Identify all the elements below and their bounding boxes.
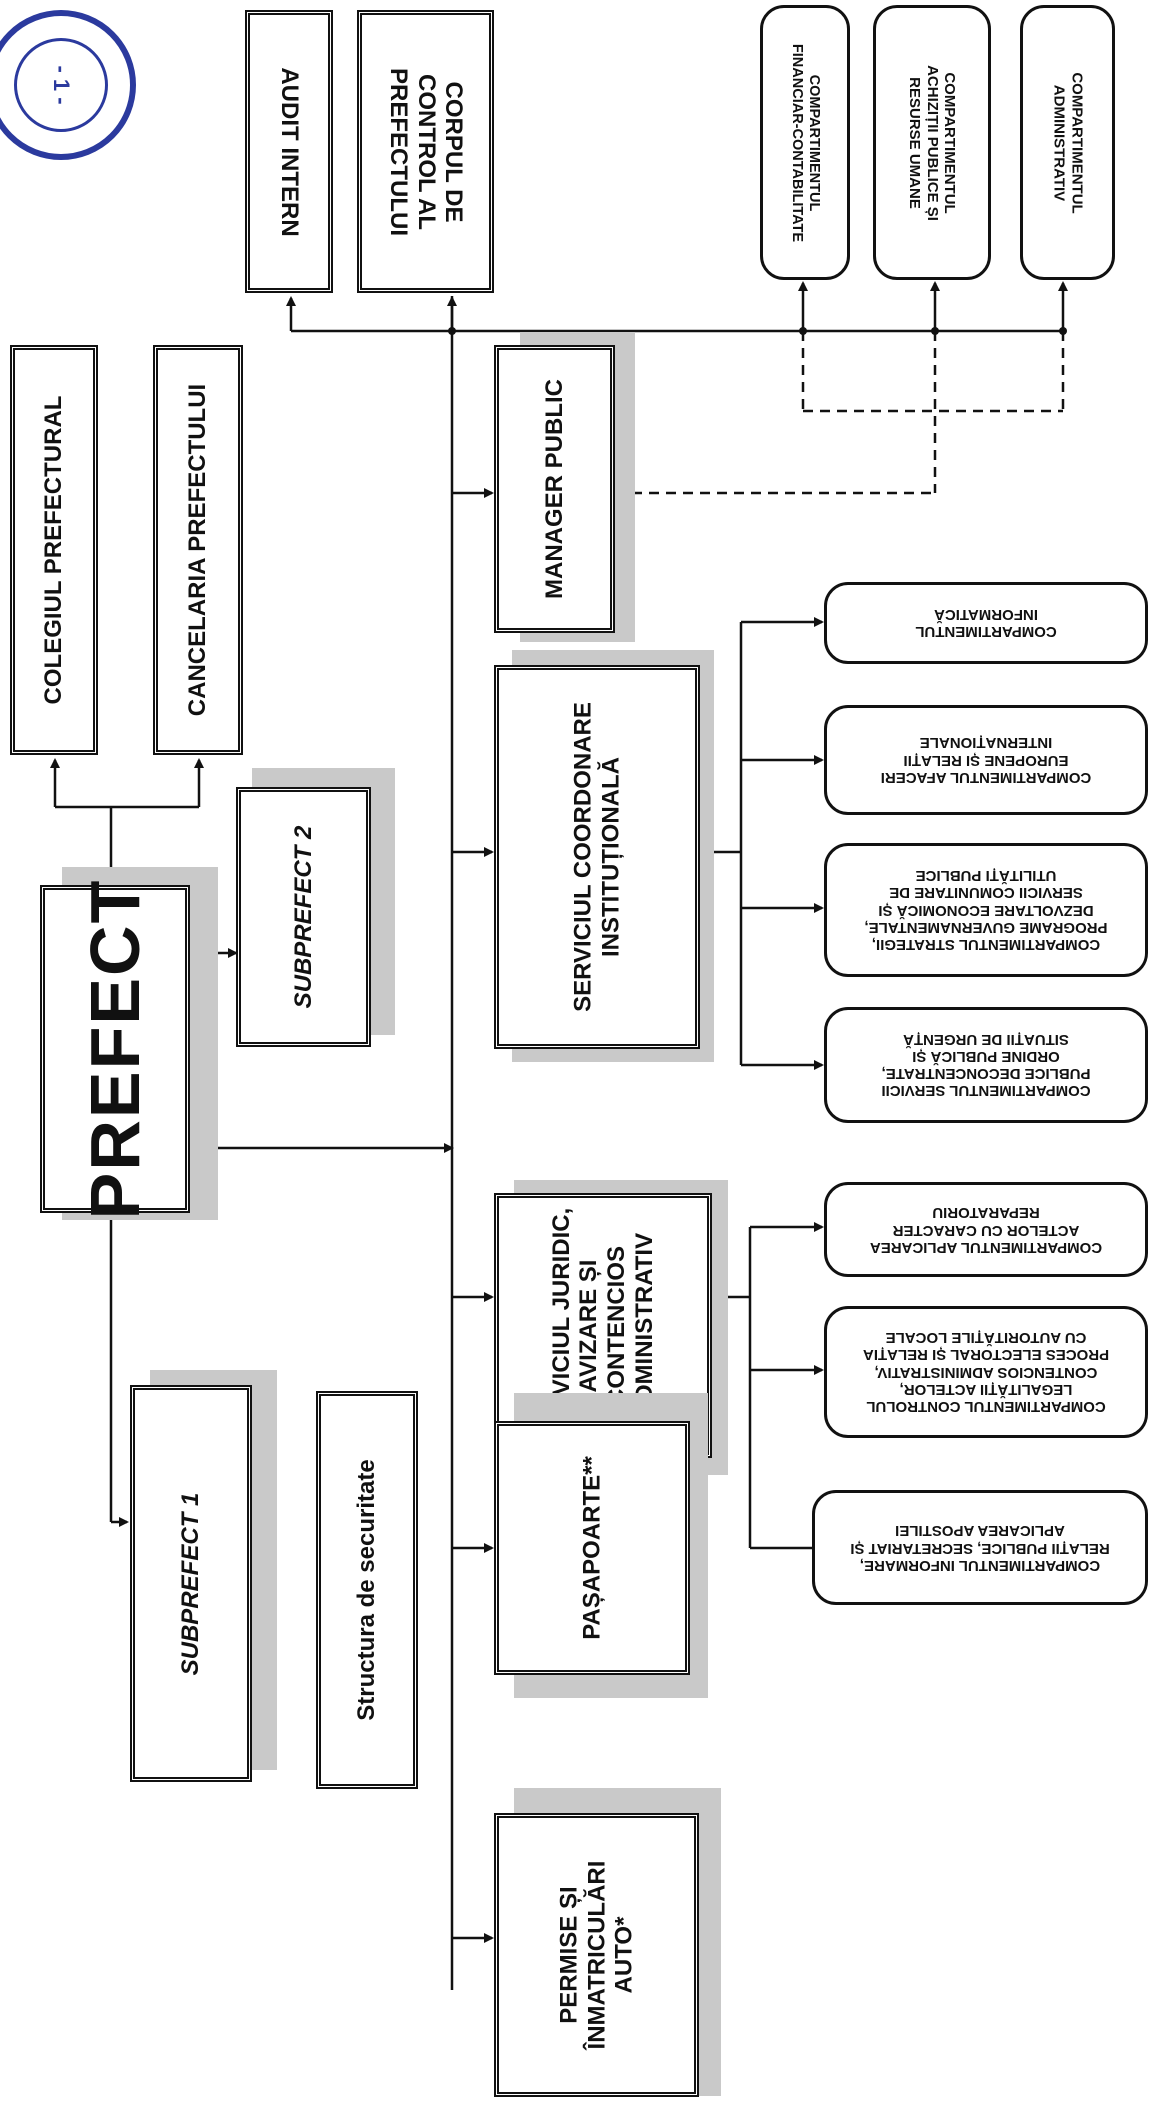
manager-public-box: MANAGER PUBLIC (494, 345, 615, 633)
compartiment-informare-box: COMPARTIMENTUL INFORMARE, RELAȚII PUBLIC… (812, 1490, 1148, 1605)
compartiment-servicii-publice-box: COMPARTIMENTUL SERVICII PUBLICE DECONCEN… (824, 1007, 1148, 1123)
compartiment-strategii-label: COMPARTIMENTUL STRATEGII, PROGRAME GUVER… (864, 867, 1108, 954)
cancelaria-prefectului-box: CANCELARIA PREFECTULUI (153, 345, 243, 755)
compartiment-strategii-box: COMPARTIMENTUL STRATEGII, PROGRAME GUVER… (824, 843, 1148, 977)
compartiment-achizitii-label: COMPARTIMENTUL ACHIZIȚII PUBLICE ȘI RESU… (906, 64, 958, 221)
corpul-de-control-box: CORPUL DE CONTROL AL PREFECTULUI (357, 10, 494, 293)
structura-securitate-label: Structura de securitate (353, 1459, 381, 1721)
stamp-center-text: - 1 - (49, 65, 74, 105)
compartiment-informare-label: COMPARTIMENTUL INFORMARE, RELAȚII PUBLIC… (850, 1521, 1110, 1574)
compartiment-servicii-publice-label: COMPARTIMENTUL SERVICII PUBLICE DECONCEN… (881, 1030, 1091, 1100)
institution-stamp: - 1 - (0, 10, 136, 160)
audit-intern-box: AUDIT INTERN (245, 10, 333, 293)
colegiul-prefectural-label: COLEGIUL PREFECTURAL (40, 395, 68, 705)
compartiment-acte-reparatorii-label: COMPARTIMENTUL APLICAREA ACTELOR CU CARA… (869, 1203, 1103, 1256)
pasapoarte-box: PAȘAPOARTE** (494, 1421, 690, 1675)
compartiment-informatica-label: COMPARTIMENTUL INFORMATICĂ (915, 606, 1057, 641)
structura-securitate-box: Structura de securitate (316, 1391, 418, 1789)
subprefect-1-box: SUBPREFECT 1 (130, 1385, 252, 1782)
compartiment-afaceri-europene-box: COMPARTIMENTUL AFACERI EUROPENE ȘI RELAȚ… (824, 705, 1148, 815)
serviciul-coordonare-box: SERVICIUL COORDONARE INSTITUȚIONALĂ (494, 665, 700, 1049)
manager-public-label: MANAGER PUBLIC (540, 379, 568, 599)
compartiment-informatica-box: COMPARTIMENTUL INFORMATICĂ (824, 582, 1148, 664)
permise-box: PERMISE ȘI ÎNMATRICULĂRI AUTO* (494, 1813, 699, 2097)
compartiment-financiar-label: COMPARTIMENTUL FINANCIAR-CONTABILITATE (789, 43, 822, 242)
pasapoarte-label: PAȘAPOARTE** (578, 1456, 606, 1640)
compartiment-financiar-box: COMPARTIMENTUL FINANCIAR-CONTABILITATE (760, 5, 850, 280)
permise-label: PERMISE ȘI ÎNMATRICULĂRI AUTO* (555, 1860, 638, 2050)
prefect-label: PREFECT (75, 878, 154, 1220)
compartiment-controlul-legalitatii-box: COMPARTIMENTUL CONTROLUL LEGALITĂȚII ACT… (824, 1306, 1148, 1438)
compartiment-administrativ-box: COMPARTIMENTUL ADMINISTRATIV (1020, 5, 1115, 280)
prefect-box: PREFECT (40, 878, 190, 1220)
compartiment-acte-reparatorii-box: COMPARTIMENTUL APLICAREA ACTELOR CU CARA… (824, 1182, 1148, 1277)
compartiment-afaceri-europene-label: COMPARTIMENTUL AFACERI EUROPENE ȘI RELAȚ… (880, 734, 1092, 786)
subprefect-1-label: SUBPREFECT 1 (177, 1492, 205, 1675)
subprefect-2-label: SUBPREFECT 2 (289, 825, 317, 1009)
corpul-de-control-label: CORPUL DE CONTROL AL PREFECTULUI (384, 67, 467, 236)
audit-intern-label: AUDIT INTERN (275, 66, 303, 237)
compartiment-achizitii-box: COMPARTIMENTUL ACHIZIȚII PUBLICE ȘI RESU… (873, 5, 991, 280)
colegiul-prefectural-box: COLEGIUL PREFECTURAL (10, 345, 98, 755)
serviciul-coordonare-label: SERVICIUL COORDONARE INSTITUȚIONALĂ (569, 702, 624, 1012)
cancelaria-prefectului-label: CANCELARIA PREFECTULUI (184, 383, 212, 717)
subprefect-2-box: SUBPREFECT 2 (236, 787, 371, 1047)
compartiment-administrativ-label: COMPARTIMENTUL ADMINISTRATIV (1050, 71, 1085, 214)
compartiment-controlul-legalitatii-label: COMPARTIMENTUL CONTROLUL LEGALITĂȚII ACT… (862, 1329, 1110, 1416)
